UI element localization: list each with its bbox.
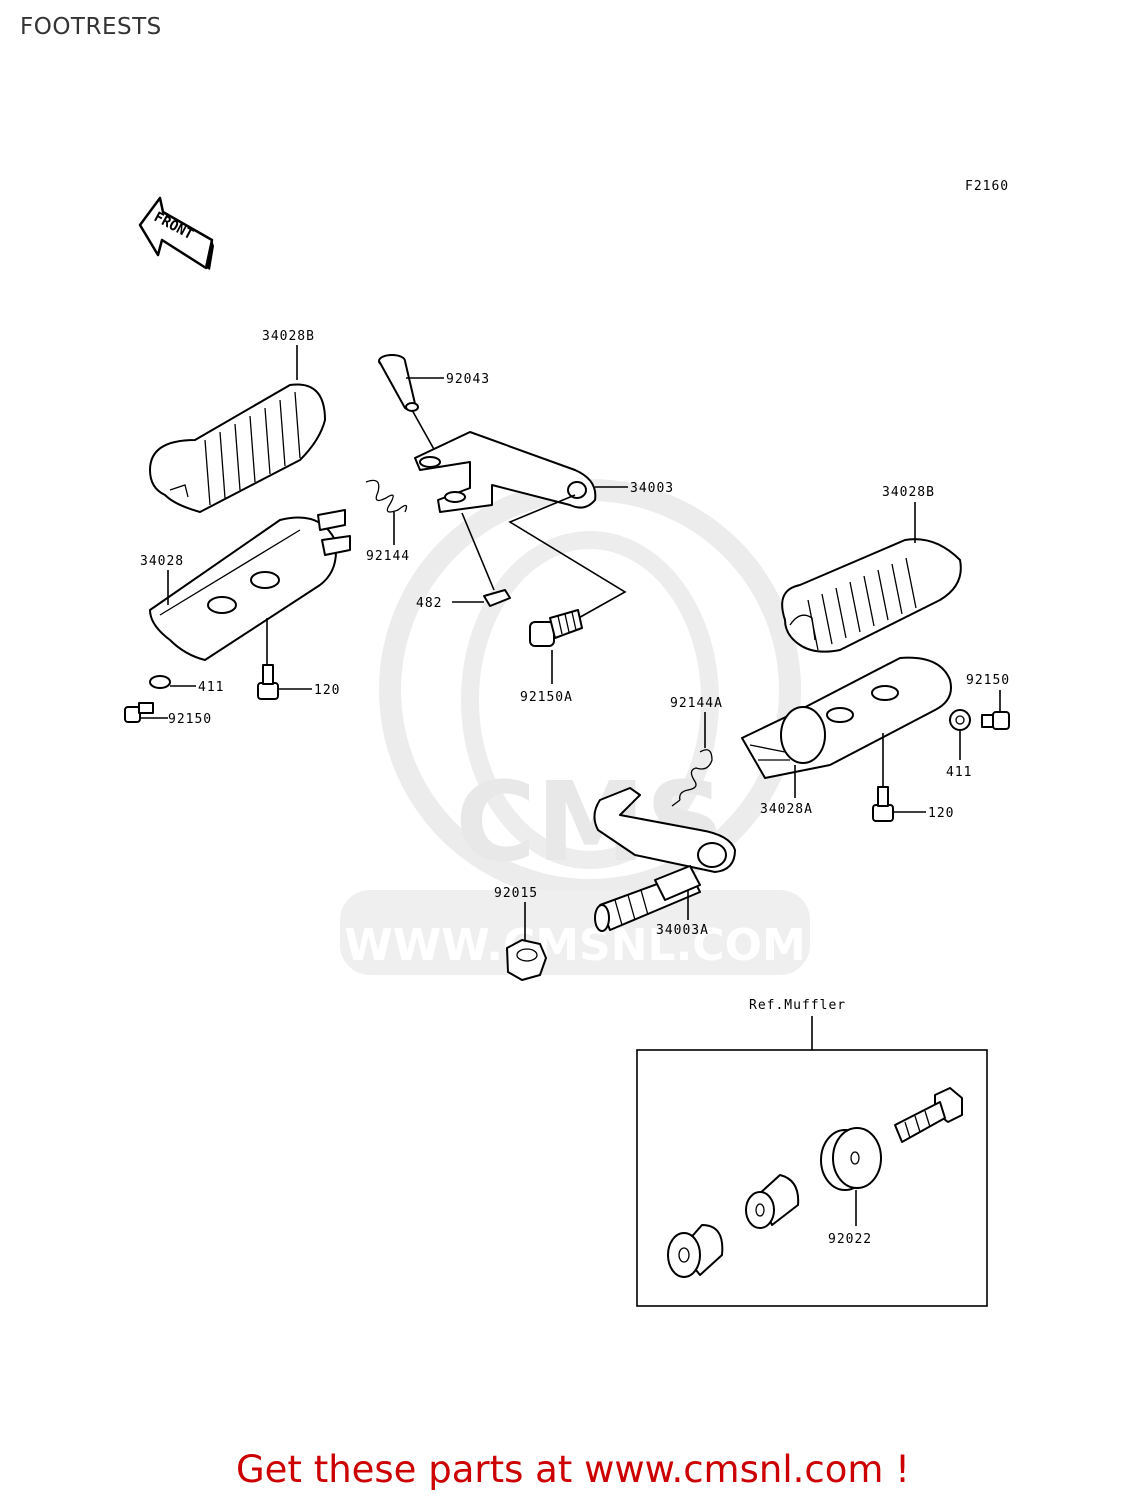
label-92144: 92144 [366,549,410,564]
muffler-damper-92022 [820,1127,882,1191]
label-34028: 34028 [140,554,184,569]
cotter-pin-482 [483,589,511,607]
label-411-right: 411 [946,765,972,780]
washer-411-left [149,675,171,689]
label-411-left: 411 [198,680,224,695]
footpeg-bracket-a-right [741,656,952,779]
label-92150-left: 92150 [168,712,212,727]
muffler-inset-box [636,1049,988,1307]
washer-411-right [949,709,971,731]
bolt-92150-left [124,702,154,723]
label-34028a: 34028A [760,802,813,817]
washer-411-right-hole [955,715,965,725]
label-34028b-right: 34028B [882,485,935,500]
watermark-logo: CMS WWW.CMSNL.COM [340,479,810,975]
nut-92015 [506,939,547,981]
label-482: 482 [416,596,442,611]
label-34003: 34003 [630,481,674,496]
label-120-right: 120 [928,806,954,821]
page-title: FOOTRESTS [20,14,162,40]
footpeg-rubber-right [781,538,962,653]
figure-code: F2160 [965,179,1009,194]
label-92150-right: 92150 [966,673,1010,688]
muffler-grommet [667,1224,724,1278]
bracket-34003 [414,431,597,513]
cta-link[interactable]: Get these parts at www.cmsnl.com ! [235,1448,910,1491]
bolt-92150-right [981,711,1010,730]
footpeg-rubber-left [149,383,326,513]
footpeg-bracket-left [149,509,351,661]
leader-482-up [461,512,495,591]
muffler-bolt [894,1087,963,1143]
label-92022: 92022 [828,1232,872,1247]
label-92144a: 92144A [670,696,723,711]
label-ref-muffler: Ref.Muffler [749,998,846,1013]
label-92015: 92015 [494,886,538,901]
bolt-120-left [257,664,279,700]
leader-34003-assembly [508,494,627,621]
front-arrow-icon: FRONT [138,196,214,270]
label-34003a: 34003A [656,923,709,938]
label-92043: 92043 [446,372,490,387]
label-92150a: 92150A [520,690,573,705]
bolt-92150a [529,609,583,647]
bracket-34003a [593,787,736,932]
spring-92144a [671,749,713,807]
watermark-logo-text: CMS [455,758,724,886]
label-120-left: 120 [314,683,340,698]
parts-diagram: CMS WWW.CMSNL.COM F2160 FRONT 34028B 340… [124,179,1010,1307]
muffler-collar [745,1174,800,1229]
bolt-120-right [872,786,894,822]
pin-92043 [378,354,419,412]
label-34028b-left: 34028B [262,329,315,344]
spring-92144 [365,479,408,513]
watermark-url: WWW.CMSNL.COM [344,920,806,971]
